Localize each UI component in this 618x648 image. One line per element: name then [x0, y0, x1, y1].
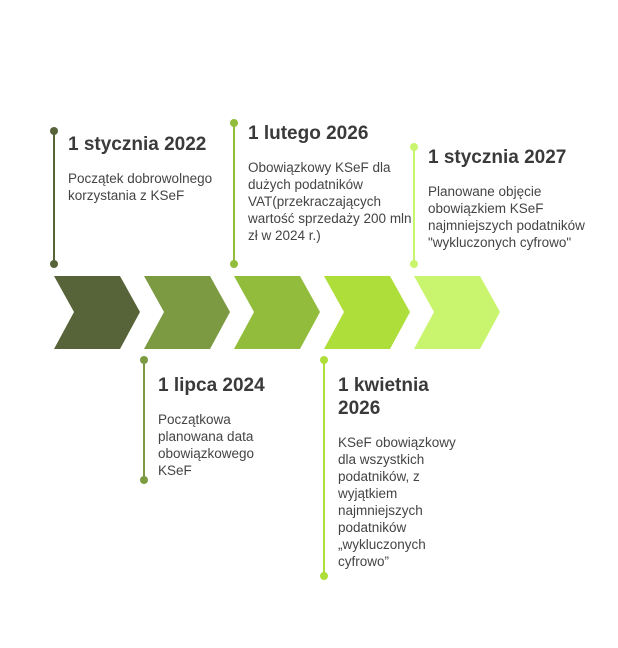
milestone-description: Obowiązkowy KSeF dla dużych podatników V…: [248, 160, 412, 243]
connector-dot-top: [230, 119, 238, 127]
chevron-stage-5: [414, 276, 500, 349]
connector-dot-top: [410, 143, 418, 151]
chevron-stage-1: [54, 276, 140, 349]
chevron-stage-4: [324, 276, 410, 349]
milestone-2026-04: 1 kwietnia 2026 KSeF obowiązkowy dla wsz…: [338, 374, 473, 570]
connector-dot-bottom: [50, 260, 58, 268]
milestone-description: Początkowa planowana data obowiązkowego …: [158, 412, 255, 478]
milestone-date: 1 lipca 2024: [158, 375, 265, 396]
milestone-description: KSeF obowiązkowy dla wszystkich podatnik…: [338, 435, 456, 569]
connector-dot-bottom: [320, 572, 328, 580]
connector-dot-top: [320, 356, 328, 364]
milestone-2024-07: 1 lipca 2024 Początkowa planowana data o…: [158, 374, 288, 479]
connector-line-2026-02: [233, 123, 235, 264]
connector-line-2022-01: [53, 131, 55, 264]
milestone-2027-01: 1 stycznia 2027 Planowane objęcie obowią…: [428, 146, 608, 251]
milestone-date: 1 lutego 2026: [248, 123, 369, 144]
milestone-date: 1 stycznia 2022: [68, 134, 207, 155]
chevron-stage-2: [144, 276, 230, 349]
connector-dot-top: [140, 356, 148, 364]
milestone-description: Planowane objęcie obowiązkiem KSeF najmn…: [428, 184, 585, 250]
connector-line-2026-04: [323, 360, 325, 576]
connector-dot-bottom: [140, 476, 148, 484]
milestone-description: Początek dobrowolnego korzystania z KSeF: [68, 171, 213, 203]
milestone-2022-01: 1 stycznia 2022 Początek dobrowolnego ko…: [68, 133, 218, 204]
connector-line-2024-07: [143, 360, 145, 480]
milestone-2026-02: 1 lutego 2026 Obowiązkowy KSeF dla dużyc…: [248, 122, 413, 244]
connector-dot-bottom: [410, 260, 418, 268]
milestone-date: 1 kwietnia 2026: [338, 375, 429, 419]
chevron-stage-3: [234, 276, 320, 349]
connector-dot-top: [50, 127, 58, 135]
milestone-date: 1 stycznia 2027: [428, 147, 567, 168]
connector-line-2027-01: [413, 147, 415, 264]
connector-dot-bottom: [230, 260, 238, 268]
